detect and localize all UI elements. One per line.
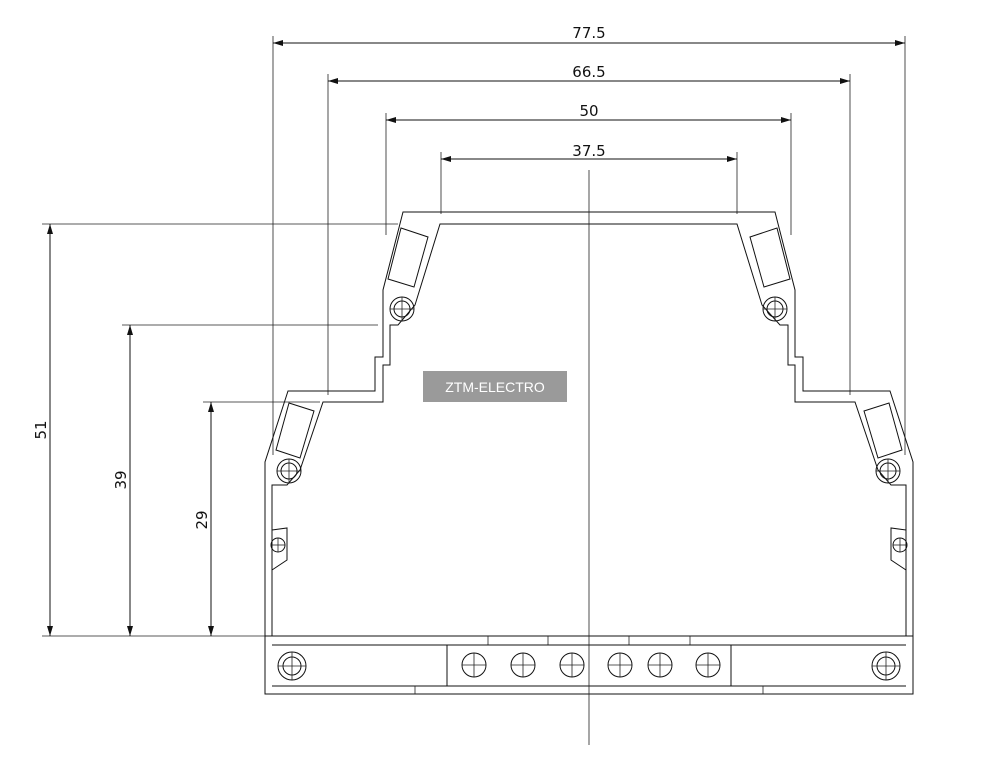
dim-left-29: 29: [193, 401, 320, 636]
terminal-screw-icon: [607, 652, 633, 678]
screw-icon: [875, 458, 901, 484]
slot-top-left: [387, 227, 429, 288]
terminal-screws: [461, 652, 721, 678]
dim-label-66-5: 66.5: [572, 63, 605, 81]
dim-label-51: 51: [32, 420, 50, 439]
terminal-screw-icon: [559, 652, 585, 678]
dim-left-51: 51: [32, 223, 398, 637]
brand-label-bg: [423, 371, 567, 402]
dim-label-50: 50: [579, 102, 598, 120]
terminal-screw-icon: [695, 652, 721, 678]
dim-label-77-5: 77.5: [572, 24, 605, 42]
slot-top-right: [749, 227, 791, 288]
base-screw-left-icon: [277, 651, 307, 681]
screw-icon: [389, 296, 415, 322]
dim-label-29: 29: [193, 510, 211, 529]
dim-top-66-5: 66.5: [327, 63, 851, 395]
dim-top-37-5: 37.5: [440, 142, 738, 214]
terminal-screw-icon: [461, 652, 487, 678]
dim-left-39: 39: [112, 324, 378, 636]
enclosure-outline: [264, 170, 914, 745]
dim-label-39: 39: [112, 470, 130, 489]
brand-label-text: ZTM-ELECTRO: [445, 379, 545, 395]
dim-label-37-5: 37.5: [572, 142, 605, 160]
terminal-screw-icon: [510, 652, 536, 678]
screw-icon: [762, 296, 788, 322]
dim-top-50: 50: [385, 102, 792, 235]
slot-mid-right: [863, 402, 903, 459]
base-screw-right-icon: [871, 651, 901, 681]
dim-top-77-5: 77.5: [272, 24, 906, 455]
terminal-screw-icon: [647, 652, 673, 678]
clip-right: [890, 527, 908, 571]
clip-left: [270, 527, 288, 571]
slot-mid-left: [275, 402, 315, 459]
brand-label: ZTM-ELECTRO: [423, 371, 567, 402]
screw-icon: [276, 458, 302, 484]
